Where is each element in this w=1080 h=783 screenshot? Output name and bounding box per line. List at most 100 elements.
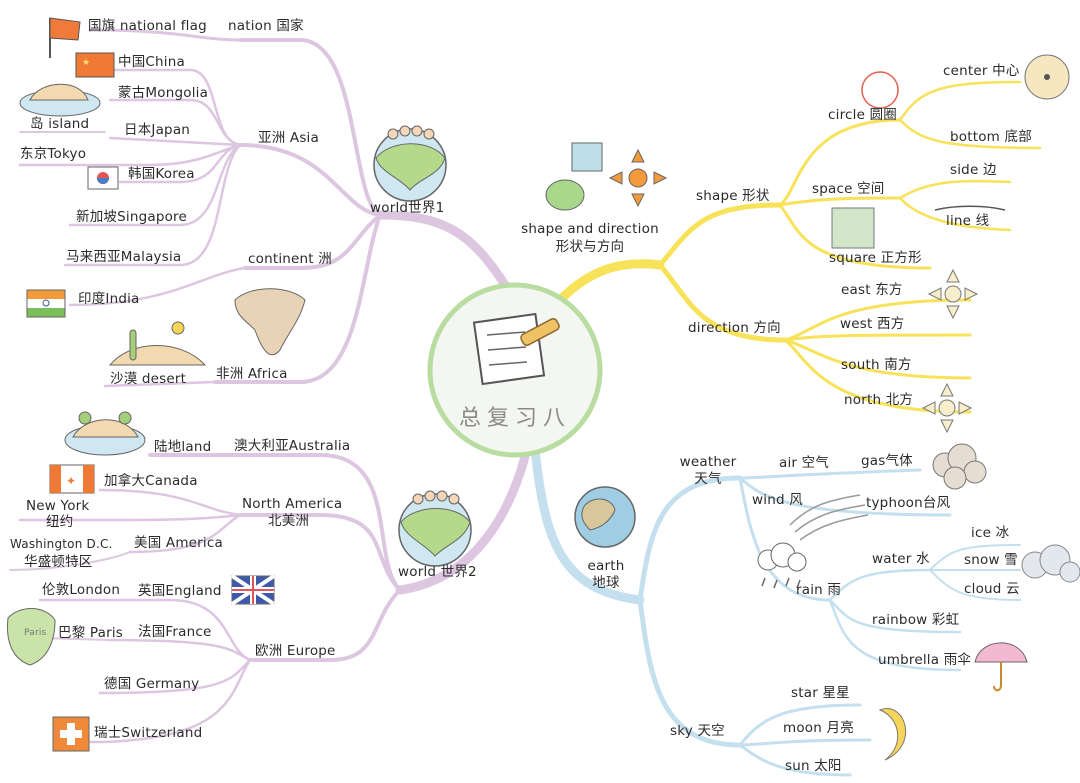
switzerland-label: 瑞士Switzerland bbox=[94, 725, 203, 741]
snow-label: snow 雪 bbox=[964, 552, 1018, 568]
south-label: south 南方 bbox=[841, 357, 912, 373]
canada-label: 加拿大Canada bbox=[104, 473, 198, 489]
bottom-label: bottom 底部 bbox=[950, 129, 1032, 145]
snow-cloud-icon bbox=[1021, 544, 1080, 583]
europe-label: 欧洲 Europe bbox=[255, 643, 336, 659]
canada-flag-icon: ✦ bbox=[49, 464, 95, 494]
africa-map-icon bbox=[234, 288, 306, 356]
red-flag-icon bbox=[49, 17, 81, 58]
africa-label: 非洲 Africa bbox=[216, 366, 288, 382]
germany-label: 德国 Germany bbox=[104, 676, 200, 692]
center-node bbox=[427, 282, 603, 458]
compass-east-icon bbox=[927, 268, 979, 320]
umbrella-icon bbox=[974, 642, 1028, 692]
korea-label: 韩国Korea bbox=[128, 166, 195, 182]
island-picture-icon bbox=[19, 83, 101, 117]
asia-label: 亚洲 Asia bbox=[258, 130, 319, 146]
cloud-label: cloud 云 bbox=[964, 581, 1020, 597]
circle-label: circle 圆圈 bbox=[828, 107, 897, 123]
desert-label: 沙漠 desert bbox=[110, 371, 187, 387]
london-label: 伦敦London bbox=[42, 582, 121, 598]
gas-label: gas气体 bbox=[861, 453, 913, 469]
world1-globe-icon bbox=[373, 125, 447, 202]
weather-cn-label: 天气 bbox=[694, 471, 722, 487]
sun-label: sun 太阳 bbox=[785, 758, 842, 774]
center-title: 总复习八 bbox=[458, 406, 572, 431]
america-label: 美国 America bbox=[134, 535, 223, 551]
world2-globe-icon bbox=[398, 490, 472, 567]
shape-direction-label: shape and direction bbox=[521, 221, 659, 237]
sky-label: sky 天空 bbox=[670, 723, 725, 739]
line-label: line 线 bbox=[946, 213, 990, 229]
india-label: 印度India bbox=[78, 291, 140, 307]
continent-label: continent 洲 bbox=[248, 251, 332, 267]
ice-label: ice 冰 bbox=[971, 525, 1010, 541]
square-shape-icon bbox=[831, 207, 875, 249]
air-label: air 空气 bbox=[779, 455, 830, 471]
washington-label: Washington D.C. bbox=[10, 537, 113, 551]
tokyo-label: 东京Tokyo bbox=[20, 146, 87, 162]
england-label: 英国England bbox=[138, 583, 222, 599]
east-label: east 东方 bbox=[841, 282, 903, 298]
compass-north-icon bbox=[921, 382, 973, 434]
newyork-label: New York bbox=[26, 498, 90, 514]
wind-label: wind 风 bbox=[752, 492, 803, 508]
north-label: north 北方 bbox=[844, 392, 914, 408]
space-label: space 空间 bbox=[812, 181, 885, 197]
shape-branch-lines bbox=[555, 80, 1042, 414]
france-label: 法国France bbox=[138, 624, 212, 640]
singapore-label: 新加坡Singapore bbox=[76, 209, 188, 225]
land-picture-icon bbox=[64, 411, 146, 456]
circle-shape-icon bbox=[861, 71, 899, 109]
pencil-icon bbox=[520, 317, 560, 347]
wind-icon bbox=[789, 494, 869, 541]
earth-branch-lines bbox=[530, 445, 1021, 777]
mongolia-label: 蒙古Mongolia bbox=[118, 85, 209, 101]
square-label: square 正方形 bbox=[829, 250, 922, 266]
world2-label: world 世界2 bbox=[398, 564, 477, 580]
gas-cloud-icon bbox=[932, 443, 987, 490]
world2-branch-lines bbox=[9, 440, 533, 744]
rain-label: rain 雨 bbox=[796, 582, 842, 598]
australia-label: 澳大利亚Australia bbox=[234, 438, 351, 454]
direction-label: direction 方向 bbox=[688, 320, 781, 336]
rain-cloud-icon bbox=[757, 542, 807, 589]
uk-flag-icon bbox=[230, 574, 276, 606]
earth-globe-icon bbox=[574, 486, 636, 548]
line-shape-icon bbox=[934, 205, 1006, 211]
france-map-icon bbox=[6, 608, 56, 666]
earth-cn-label: 地球 bbox=[592, 575, 620, 591]
malaysia-label: 马来西亚Malaysia bbox=[66, 249, 182, 265]
north-america-label: North America bbox=[242, 496, 343, 512]
svg-text:★: ★ bbox=[82, 58, 90, 68]
moon-label: moon 月亮 bbox=[783, 720, 854, 736]
svg-text:✦: ✦ bbox=[66, 474, 76, 488]
side-label: side 边 bbox=[950, 162, 997, 178]
earth-label: earth bbox=[587, 558, 625, 574]
china-flag-icon: ★ bbox=[75, 52, 115, 78]
land-label: 陆地land bbox=[154, 439, 212, 455]
world1-label: world世界1 bbox=[370, 200, 445, 216]
center-label: center 中心 bbox=[943, 63, 1020, 79]
world1-branch-lines bbox=[18, 28, 510, 388]
west-label: west 西方 bbox=[840, 316, 905, 332]
japan-label: 日本Japan bbox=[124, 122, 191, 138]
switzerland-flag-icon bbox=[52, 716, 90, 752]
paris-tag-label: Paris bbox=[24, 628, 47, 638]
china-label: 中国China bbox=[118, 54, 185, 70]
washington-cn-label: 华盛顿特区 bbox=[24, 554, 93, 570]
umbrella-label: umbrella 雨伞 bbox=[878, 652, 972, 668]
star-label: star 星星 bbox=[791, 685, 850, 701]
north-america-cn-label: 北美洲 bbox=[268, 513, 310, 529]
center-dot-icon bbox=[1024, 54, 1070, 100]
shape-pictures-icon bbox=[545, 142, 668, 211]
national-flag-label: 国旗 national flag bbox=[88, 18, 207, 34]
weather-label: weather bbox=[679, 454, 737, 470]
moon-icon bbox=[878, 708, 906, 761]
rainbow-label: rainbow 彩虹 bbox=[872, 612, 960, 628]
korea-flag-icon bbox=[87, 166, 119, 190]
nation-label: nation 国家 bbox=[228, 18, 304, 34]
paris-label: 巴黎 Paris bbox=[58, 625, 124, 641]
shape-direction-cn-label: 形状与方向 bbox=[555, 239, 625, 255]
